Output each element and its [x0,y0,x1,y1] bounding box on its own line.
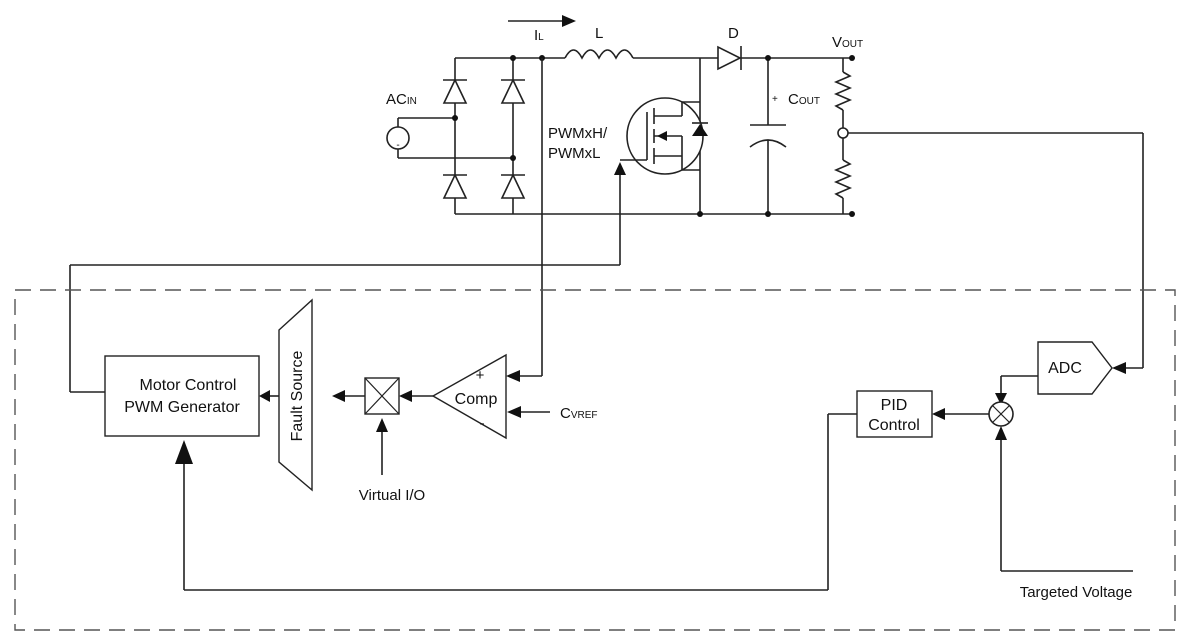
virtual-io-block [364,377,400,415]
comparator-block: Comp + - [431,353,507,440]
ac-source: - [386,117,513,159]
pid-label-line1: PID [881,397,908,414]
diode-D [717,45,742,71]
fault-source-label: Fault Source [289,351,306,442]
virtual-io-label: Virtual I/O [359,487,425,504]
bridge-rectifier [442,58,526,214]
il-label: IL [534,27,544,44]
il-arrow-head [562,15,576,27]
mosfet [620,58,708,214]
comparator-plus: + [476,367,485,384]
vout-label: VOUT [832,34,863,51]
pwm-label-line1: PWMxH/ [548,125,608,142]
targeted-voltage-label: Targeted Voltage [1020,584,1133,601]
pwm-label-line2: PWMxL [548,145,601,162]
cvref-label: CVREF [560,405,598,422]
pwm-generator-block: Motor Control PWM Generator [104,355,260,437]
controller-boundary [14,289,1176,631]
pwm-generator-label-line2: PWM Generator [124,399,240,416]
diode-label: D [728,25,739,42]
resistor-divider [833,58,853,214]
inductor-label: L [595,25,603,42]
power-stage: - [386,15,855,217]
adc-block: ADC [1037,341,1113,395]
acin-label: ACIN [386,91,417,108]
pid-label-line2: Control [868,417,920,434]
control-wiring [69,58,1144,591]
adc-label: ADC [1048,360,1082,377]
inductor-L [564,49,634,60]
pid-block: PID Control [856,390,933,438]
summing-junction [988,401,1014,427]
comparator-label: Comp [455,391,498,408]
cout-label: COUT [788,91,820,108]
pwm-generator-label-line1: Motor Control [140,377,237,394]
comparator-minus: - [480,415,485,432]
cout-plus: + [772,94,778,105]
fault-source-block: Fault Source [278,298,313,492]
source-minus: - [396,140,399,151]
output-capacitor [749,58,787,214]
